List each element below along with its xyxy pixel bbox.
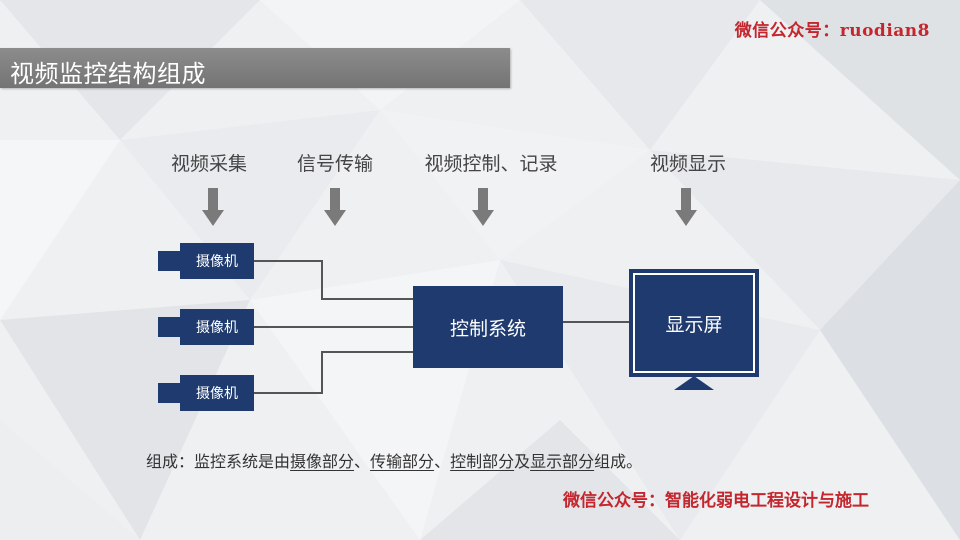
camera-lens-icon — [158, 317, 181, 337]
wire-camera-1 — [254, 260, 413, 300]
summary-part-transmission: 传输部分 — [370, 452, 435, 471]
down-arrow-icon — [675, 188, 697, 226]
slide-title: 视频监控结构组成 — [10, 60, 206, 88]
monitor-stand-icon — [674, 376, 714, 390]
stage-label-control: 视频控制、记录 — [424, 153, 558, 175]
wire-camera-3 — [254, 351, 413, 394]
camera-label: 摄像机 — [180, 309, 254, 345]
summary-part-display: 显示部分 — [530, 452, 595, 471]
watermark-bottom: 微信公众号：智能化弱电工程设计与施工 — [563, 491, 869, 511]
summary-prefix: 组成：监控系统是由 — [146, 452, 291, 471]
camera-label: 摄像机 — [180, 243, 254, 279]
stage-label-display: 视频显示 — [649, 153, 727, 175]
summary-part-control: 控制部分 — [450, 452, 515, 471]
monitor-node: 显示屏 — [629, 269, 759, 377]
summary-separator: 、 — [354, 452, 371, 471]
down-arrow-icon — [472, 188, 494, 226]
summary-conjunction: 及 — [514, 452, 531, 471]
control-system-node: 控制系统 — [413, 286, 563, 368]
down-arrow-icon — [324, 188, 346, 226]
camera-lens-icon — [158, 251, 181, 271]
title-bar: 视频监控结构组成 — [0, 48, 510, 88]
summary-suffix: 组成。 — [594, 452, 643, 471]
camera-label: 摄像机 — [180, 375, 254, 411]
stage-label-capture: 视频采集 — [170, 153, 248, 175]
camera-node: 摄像机 — [158, 309, 254, 345]
camera-node: 摄像机 — [158, 243, 254, 279]
monitor-label: 显示屏 — [633, 273, 755, 373]
summary-text: 组成：监控系统是由摄像部分、传输部分、控制部分及显示部分组成。 — [146, 448, 642, 472]
down-arrow-icon — [202, 188, 224, 226]
camera-lens-icon — [158, 383, 181, 403]
stage-label-transmission: 信号传输 — [296, 153, 374, 175]
summary-part-camera: 摄像部分 — [290, 452, 355, 471]
watermark-top: 微信公众号：ruodian8 — [734, 21, 930, 41]
camera-node: 摄像机 — [158, 375, 254, 411]
summary-separator: 、 — [434, 452, 451, 471]
